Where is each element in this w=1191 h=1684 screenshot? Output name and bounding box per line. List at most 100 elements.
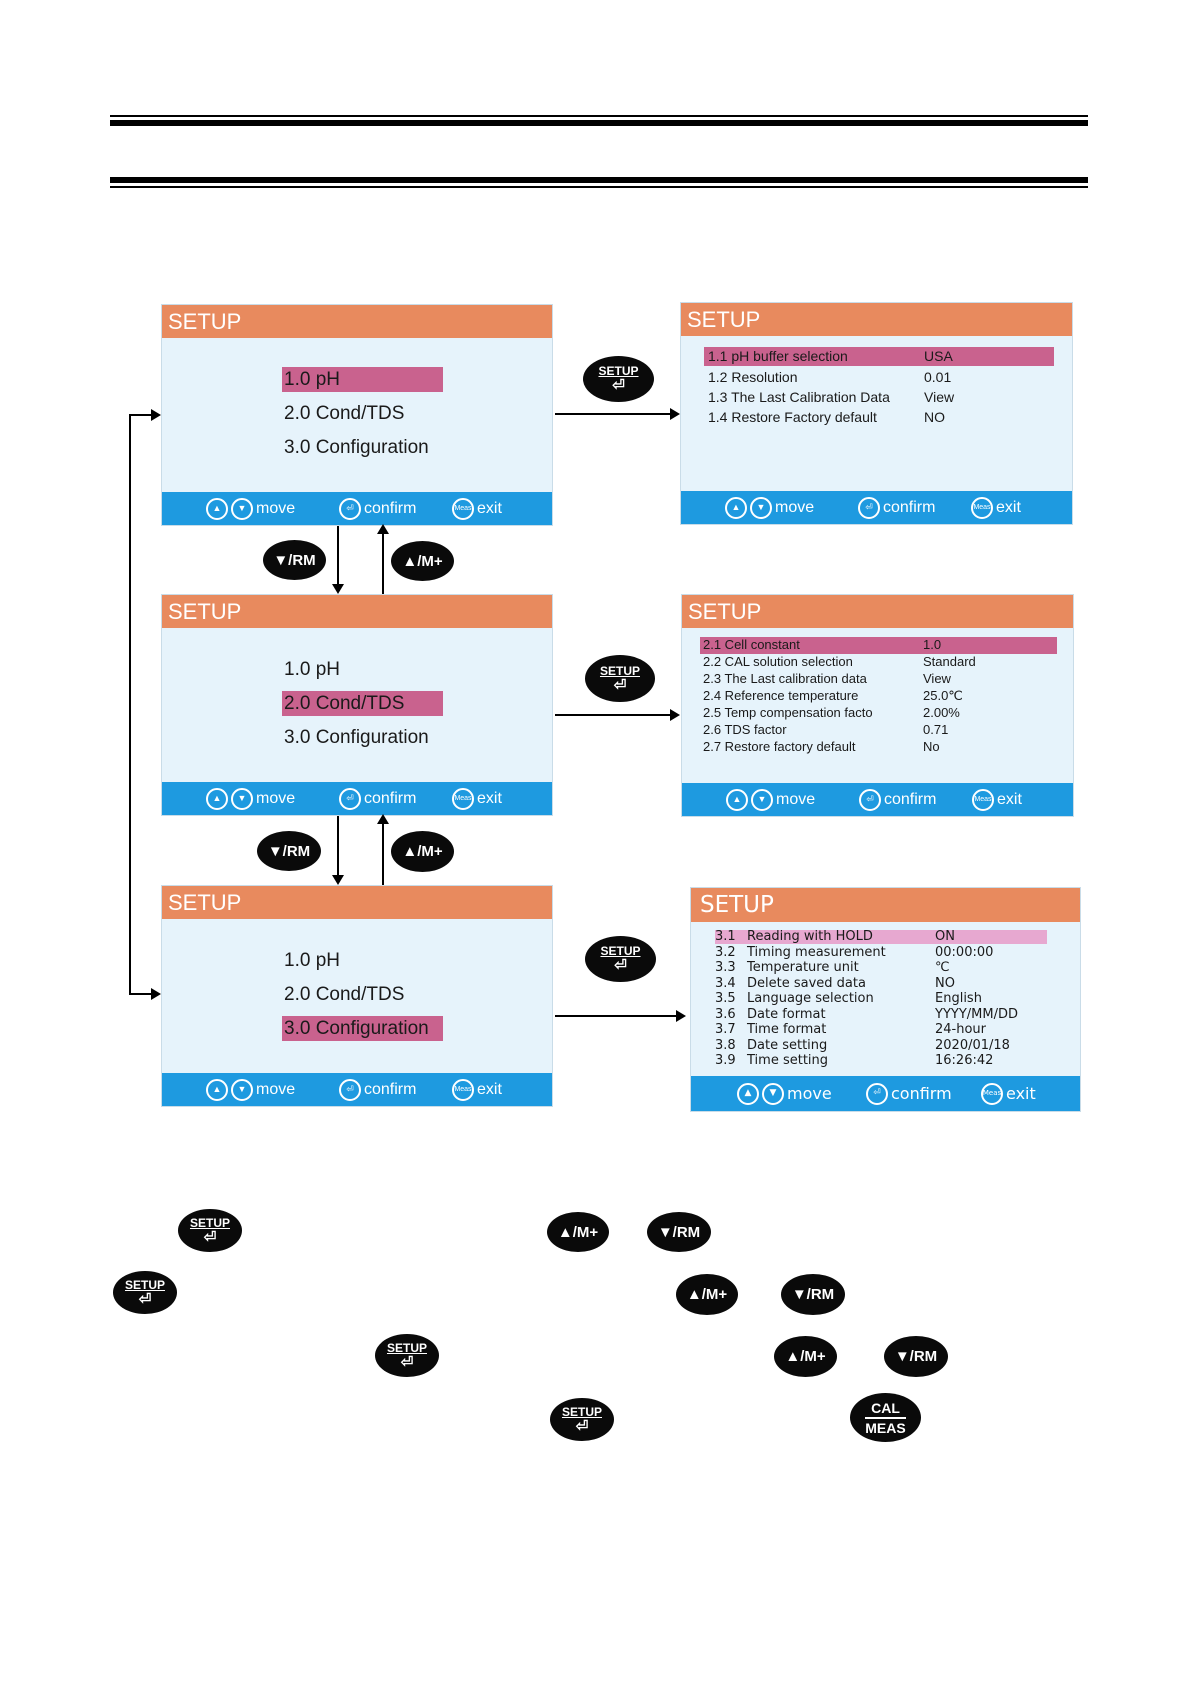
config-row-value: 24-hour [935, 1022, 987, 1037]
arrowhead [670, 709, 680, 721]
down-icon: ▼ [231, 497, 253, 520]
ph-row-label[interactable]: 1.4 Restore Factory default [708, 409, 877, 425]
config-row-value: English [935, 991, 982, 1006]
config-row-value: ℃ [935, 960, 950, 975]
down-icon: ▼ [751, 788, 773, 811]
setup-enter-key[interactable]: SETUP⏎ [550, 1398, 614, 1441]
arrowhead [676, 1010, 686, 1022]
screen-title: SETUP [162, 595, 552, 628]
exit-hint: Meas exit [971, 491, 1021, 524]
enter-icon: ⏎ [858, 496, 880, 519]
cond-row-label[interactable]: 2.1 Cell constant [703, 637, 800, 652]
arrow-down-1 [337, 526, 339, 584]
down-icon: ▼ [231, 787, 253, 810]
config-row-num: 3.1 [715, 929, 736, 944]
confirm-label: confirm [364, 789, 417, 807]
setup-enter-key[interactable]: SETUP⏎ [113, 1271, 177, 1314]
arrowhead-up [377, 814, 389, 824]
setup-enter-key[interactable]: SETUP⏎ [585, 655, 655, 702]
menu-item-configuration[interactable]: 3.0 Configuration [284, 727, 429, 748]
up-m-plus-key[interactable]: ▲/M+ [774, 1336, 837, 1377]
config-row-label[interactable]: Date setting [747, 1038, 828, 1053]
meas-icon: Meas [971, 496, 993, 519]
arrowhead [670, 408, 680, 420]
screen-footer: ▲ ▼ move ⏎ confirm Meas exit [682, 783, 1073, 816]
up-m-plus-key[interactable]: ▲/M+ [547, 1212, 609, 1252]
main-menu-screen-cond: SETUP 1.0 pH 2.0 Cond/TDS 3.0 Configurat… [161, 594, 553, 816]
ph-row-value: USA [924, 348, 953, 364]
move-label: move [776, 790, 816, 808]
arrowhead-down [332, 584, 344, 594]
config-row-label[interactable]: Temperature unit [747, 960, 859, 975]
selection-highlight [704, 347, 1054, 366]
down-rm-key[interactable]: ▼/RM [781, 1274, 845, 1315]
ph-row-value: 0.01 [924, 369, 952, 385]
menu-item-ph[interactable]: 1.0 pH [282, 367, 443, 392]
setup-enter-key[interactable]: SETUP⏎ [178, 1209, 242, 1252]
down-rm-key[interactable]: ▼/RM [884, 1336, 948, 1377]
config-row-num: 3.3 [715, 960, 736, 975]
loop-line-top [129, 414, 153, 416]
config-row-label[interactable]: Time setting [747, 1053, 829, 1068]
menu-item-configuration[interactable]: 3.0 Configuration [282, 1016, 443, 1041]
move-hint: ▲ ▼ move [737, 1076, 832, 1111]
cond-row-label[interactable]: 2.6 TDS factor [703, 722, 787, 737]
setup-enter-key[interactable]: SETUP⏎ [375, 1334, 439, 1377]
arrow-to-cond-menu [555, 714, 671, 716]
exit-hint: Meas exit [452, 492, 502, 525]
down-rm-key[interactable]: ▼/RM [647, 1212, 711, 1252]
move-hint: ▲ ▼ move [725, 491, 814, 524]
confirm-label: confirm [891, 1084, 952, 1103]
up-icon: ▲ [206, 497, 228, 520]
menu-item-ph[interactable]: 1.0 pH [284, 659, 340, 680]
meas-icon: Meas [452, 787, 474, 810]
config-row-label[interactable]: Language selection [747, 991, 874, 1006]
loop-arrowhead-top [151, 409, 161, 421]
cond-row-label[interactable]: 2.3 The Last calibration data [703, 671, 867, 686]
config-row-label[interactable]: Reading with HOLD [747, 929, 873, 944]
up-m-plus-key[interactable]: ▲/M+ [391, 541, 454, 581]
up-m-plus-key[interactable]: ▲/M+ [676, 1274, 738, 1315]
setup-enter-key[interactable]: SETUP⏎ [585, 936, 656, 982]
enter-icon: ⏎ [859, 788, 881, 811]
config-row-num: 3.5 [715, 991, 736, 1006]
menu-item-cond-tds[interactable]: 2.0 Cond/TDS [284, 984, 405, 1005]
config-row-label[interactable]: Timing measurement [747, 945, 886, 960]
config-row-label[interactable]: Delete saved data [747, 976, 866, 991]
setup-enter-key[interactable]: SETUP⏎ [583, 356, 654, 402]
move-label: move [775, 498, 815, 516]
ph-row-label[interactable]: 1.2 Resolution [708, 369, 798, 385]
cond-row-label[interactable]: 2.7 Restore factory default [703, 739, 856, 754]
cond-row-label[interactable]: 2.4 Reference temperature [703, 688, 859, 703]
confirm-hint: ⏎ confirm [339, 1073, 416, 1106]
arrowhead-down [332, 875, 344, 885]
ph-row-label[interactable]: 1.1 pH buffer selection [708, 348, 848, 364]
cond-row-label[interactable]: 2.2 CAL solution selection [703, 654, 853, 669]
config-row-num: 3.6 [715, 1007, 736, 1022]
exit-label: exit [477, 499, 502, 517]
screen-footer: ▲ ▼ move ⏎ confirm Meas exit [681, 491, 1072, 524]
arrow-to-ph-menu [555, 413, 671, 415]
cond-row-value: Standard [923, 654, 976, 669]
cond-row-label[interactable]: 2.5 Temp compensation facto [703, 705, 873, 720]
down-rm-key[interactable]: ▼/RM [257, 831, 321, 871]
config-row-label[interactable]: Time format [747, 1022, 827, 1037]
menu-item-configuration[interactable]: 3.0 Configuration [284, 437, 429, 458]
down-icon: ▼ [231, 1078, 253, 1101]
config-row-value: 16:26:42 [935, 1053, 994, 1068]
ph-row-label[interactable]: 1.3 The Last Calibration Data [708, 389, 890, 405]
up-m-plus-key[interactable]: ▲/M+ [391, 831, 454, 872]
exit-label: exit [997, 790, 1022, 808]
down-rm-key[interactable]: ▼/RM [263, 540, 326, 580]
exit-hint: Meas exit [452, 782, 502, 815]
menu-item-ph[interactable]: 1.0 pH [284, 950, 340, 971]
enter-icon: ⏎ [866, 1082, 888, 1105]
arrow-up-2 [382, 824, 384, 885]
config-row-label[interactable]: Date format [747, 1007, 826, 1022]
confirm-hint: ⏎ confirm [866, 1076, 952, 1111]
move-hint: ▲ ▼ move [206, 1073, 295, 1106]
menu-item-cond-tds[interactable]: 2.0 Cond/TDS [282, 691, 443, 716]
exit-label: exit [996, 498, 1021, 516]
menu-item-cond-tds[interactable]: 2.0 Cond/TDS [284, 403, 405, 424]
